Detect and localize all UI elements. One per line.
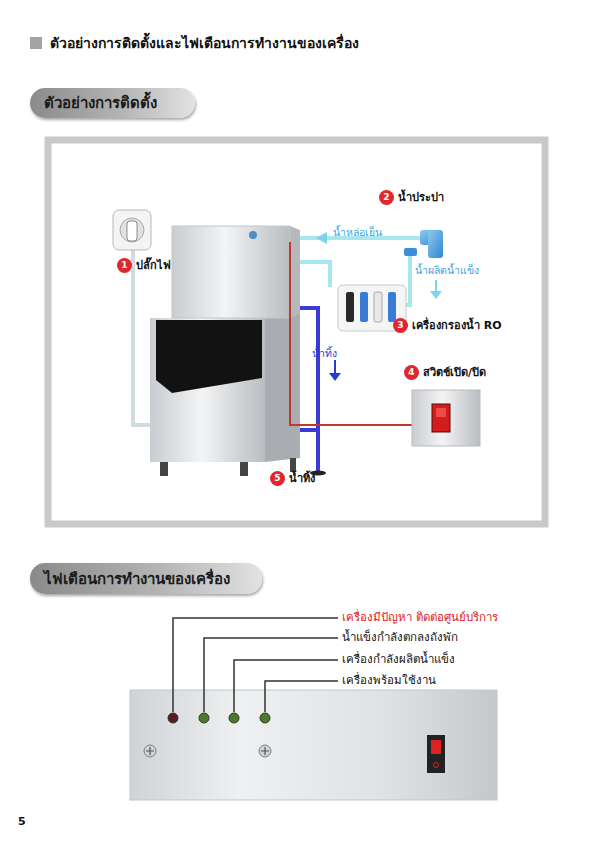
power-wire (290, 242, 412, 425)
indicator-panel (259, 745, 271, 757)
ice-machine (160, 462, 168, 476)
ice-machine (150, 318, 265, 462)
callout-label: 3 เครื่องกรองน้ำ RO (393, 316, 502, 334)
part-name: สวิตช์เปิด/ปิด (423, 363, 486, 381)
power-switch (412, 390, 480, 446)
ice-water-pipe (435, 280, 437, 292)
callout-number: 5 (270, 471, 285, 486)
indicator-label: น้ำแข็งกำลังตกลงถังพัก (342, 631, 458, 645)
water-tap (428, 230, 443, 258)
part-name: ปลั๊กไฟ (136, 256, 171, 274)
ice-machine (265, 312, 300, 462)
callout-number: 3 (393, 318, 408, 333)
indicator-panel (144, 745, 156, 757)
power-switch (412, 390, 480, 446)
ice-machine (249, 231, 257, 239)
ro-filter (374, 292, 382, 322)
flow-label: น้ำผลิตน้ำแข็ง (415, 264, 479, 277)
wall-outlet (120, 218, 144, 242)
indicator-panel (434, 763, 439, 768)
indicator-label: เครื่องพร้อมใช้งาน (342, 674, 436, 688)
power-wire (290, 242, 412, 425)
part-name: น้ำประปา (398, 188, 444, 206)
part-name: เครื่องกรองน้ำ RO (412, 316, 502, 334)
power-switch (432, 404, 450, 432)
indicator-led (229, 713, 239, 723)
drain-pipe (300, 428, 318, 432)
drain-pipe (300, 308, 341, 476)
callout-label: 1 ปลั๊กไฟ (117, 256, 171, 274)
ro-filter (388, 292, 396, 322)
indicator-panel (431, 740, 441, 754)
callout-number: 4 (404, 365, 419, 380)
wall-outlet (113, 210, 151, 250)
leader-line (173, 618, 338, 712)
page-title: ตัวอย่างการติดตั้งและไฟเตือนการทำงานของเ… (50, 35, 359, 52)
indicator-panel (130, 690, 497, 800)
band-title: ตัวอย่างการติดตั้ง (44, 91, 157, 115)
page-number: 5 (18, 815, 26, 828)
section-band: ตัวอย่างการติดตั้ง (30, 88, 195, 118)
drain-pipe (300, 308, 318, 472)
callout-label: 2 น้ำประปา (379, 188, 444, 206)
ice-machine (290, 226, 300, 318)
wall-outlet (127, 221, 137, 241)
flow-label: น้ำหล่อเย็น (333, 226, 382, 239)
callout-label: 5 น้ำทิ้ง (270, 469, 315, 487)
ice-water-pipe (406, 256, 410, 305)
ro-filter (346, 292, 354, 322)
drain-pipe (334, 360, 336, 374)
section-band: ไฟเตือนการทำงานของเครื่อง (30, 563, 262, 594)
leader-line (234, 660, 338, 712)
ice-machine (150, 226, 300, 476)
ice-machine (156, 320, 262, 393)
band-title: ไฟเตือนการทำงานของเครื่อง (44, 567, 230, 591)
ice-water-pipe (300, 262, 330, 287)
ice-machine (290, 458, 296, 472)
water-tap (404, 248, 417, 256)
indicator-led (199, 713, 209, 723)
callout-number: 2 (379, 190, 394, 205)
part-name: น้ำทิ้ง (289, 469, 315, 487)
indicator-label: เครื่องกำลังผลิตน้ำแข็ง (342, 653, 455, 667)
leader-line (204, 638, 338, 712)
indicator-panel (130, 690, 497, 800)
wall-outlet (113, 210, 151, 250)
indicator-led (168, 713, 270, 723)
illustration-frame (48, 140, 545, 524)
water-tap (404, 230, 443, 258)
indicator-panel (146, 747, 154, 755)
drain-pipe (329, 373, 341, 381)
leader-line (173, 618, 338, 712)
ice-water-pipe (430, 291, 442, 299)
indicator-led (260, 713, 270, 723)
callout-label: 4 สวิตช์เปิด/ปิด (404, 363, 486, 381)
indicator-panel (427, 735, 445, 773)
cooling-water-pipe (316, 232, 327, 244)
power-switch (436, 408, 446, 417)
callout-number: 1 (117, 258, 132, 273)
flow-label: น้ำทิ้ง (312, 347, 337, 360)
ice-machine (240, 462, 248, 476)
ice-machine (172, 226, 290, 318)
ro-filter (360, 292, 368, 322)
indicator-led (168, 713, 178, 723)
indicator-label: เครื่องมีปัญหา ติดต่อศูนย์บริการ (342, 611, 498, 625)
indicator-panel (261, 747, 269, 755)
heading-square (30, 37, 42, 49)
leader-line (265, 681, 338, 712)
